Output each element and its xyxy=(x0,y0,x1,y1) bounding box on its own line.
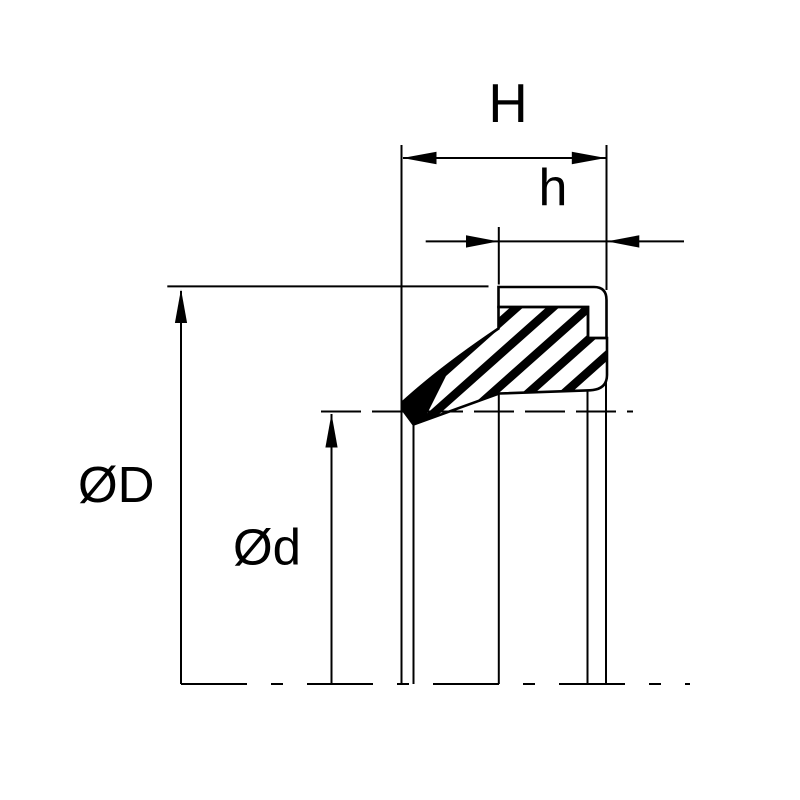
svg-text:H: H xyxy=(488,73,527,134)
svg-text:Ød: Ød xyxy=(233,519,301,576)
svg-text:ØD: ØD xyxy=(78,456,155,513)
svg-text:h: h xyxy=(539,159,568,217)
